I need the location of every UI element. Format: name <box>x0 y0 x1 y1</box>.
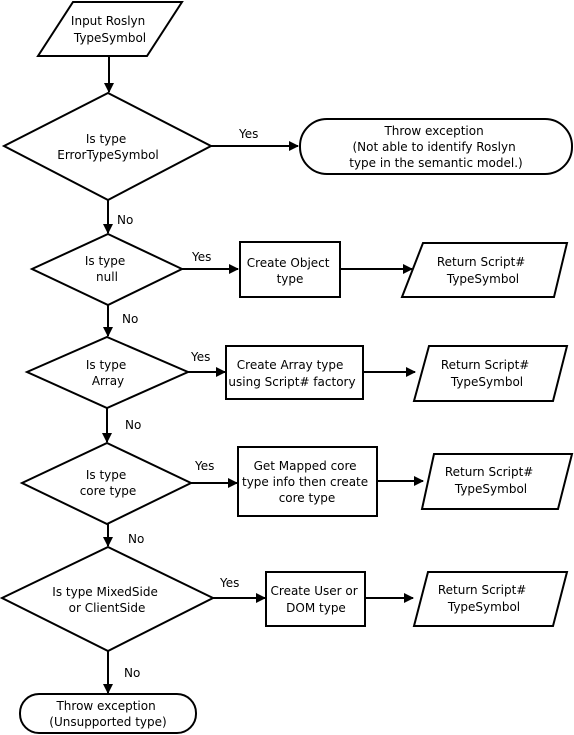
process-get-mapped-box <box>237 446 378 517</box>
decision-is-array-diamond <box>24 335 191 410</box>
connectors <box>102 56 424 694</box>
start-parallelogram <box>36 0 184 57</box>
terminal-throw-error: Throw exception (Not able to identify Ro… <box>299 118 573 175</box>
decision-is-null: Is type null <box>29 232 185 307</box>
label-no-mixed: No <box>124 666 140 680</box>
decision-is-error-diamond <box>1 91 214 202</box>
output-return-2-shape <box>412 345 569 402</box>
output-return-4-shape <box>412 571 569 627</box>
process-create-user-dom: Create User or DOM type <box>265 571 366 627</box>
process-create-array-text: Create Array type using Script# factory <box>228 358 355 389</box>
output-return-4: Return Script# TypeSymbol <box>412 571 569 627</box>
label-yes-mixed: Yes <box>219 576 239 590</box>
output-return-2: Return Script# TypeSymbol <box>412 345 569 402</box>
start-node: Input Roslyn TypeSymbol <box>36 0 184 57</box>
decision-is-mixed: Is type MixedSide or ClientSide <box>0 545 216 653</box>
output-return-2-text: Return Script# TypeSymbol <box>441 358 533 389</box>
output-return-3-shape <box>420 453 574 510</box>
output-return-1: Return Script# TypeSymbol <box>400 242 569 298</box>
process-get-mapped-text: Get Mapped core type info then create co… <box>242 459 372 505</box>
process-get-mapped: Get Mapped core type info then create co… <box>237 446 378 517</box>
terminal-throw-unsupported-shape <box>19 693 197 734</box>
output-return-4-text: Return Script# TypeSymbol <box>438 583 530 614</box>
process-create-object: Create Object type <box>239 241 341 298</box>
process-create-object-box <box>239 241 341 298</box>
decision-is-array-text: Is type Array <box>86 358 130 388</box>
decision-is-core: Is type core type <box>19 441 194 526</box>
label-no-core: No <box>128 532 144 546</box>
label-no-array: No <box>125 418 141 432</box>
label-no-error: No <box>117 213 133 227</box>
label-yes-core: Yes <box>194 459 214 473</box>
decision-is-core-text: Is type core type <box>80 468 137 498</box>
start-text: Input Roslyn TypeSymbol <box>71 14 149 45</box>
label-yes-null: Yes <box>191 250 211 264</box>
label-no-null: No <box>122 312 138 326</box>
label-yes-array: Yes <box>190 350 210 364</box>
terminal-throw-error-shape <box>299 118 573 175</box>
decision-is-mixed-diamond <box>0 545 216 653</box>
process-create-user-dom-box <box>265 571 366 627</box>
output-return-1-text: Return Script# TypeSymbol <box>437 255 529 286</box>
output-return-1-shape <box>400 242 569 298</box>
terminal-throw-error-text: Throw exception (Not able to identify Ro… <box>349 124 522 170</box>
process-create-object-text: Create Object type <box>247 256 334 286</box>
process-create-array-box <box>225 345 364 400</box>
decision-is-error-text: Is type ErrorTypeSymbol <box>57 132 159 162</box>
decision-is-error: Is type ErrorTypeSymbol <box>1 91 214 202</box>
process-create-array: Create Array type using Script# factory <box>225 345 364 400</box>
decision-is-null-diamond <box>29 232 185 307</box>
output-return-3: Return Script# TypeSymbol <box>420 453 574 510</box>
decision-is-core-diamond <box>19 441 194 526</box>
label-yes-error: Yes <box>238 127 258 141</box>
process-create-user-dom-text: Create User or DOM type <box>271 584 362 615</box>
output-return-3-text: Return Script# TypeSymbol <box>445 465 537 496</box>
decision-is-null-text: Is type null <box>85 254 129 284</box>
terminal-throw-unsupported-text: Throw exception (Unsupported type) <box>49 699 166 729</box>
edge-labels: Yes No Yes No Yes No Yes No Yes No <box>117 127 258 680</box>
decision-is-mixed-text: Is type MixedSide or ClientSide <box>52 585 161 615</box>
decision-is-array: Is type Array <box>24 335 191 410</box>
terminal-throw-unsupported: Throw exception (Unsupported type) <box>19 693 197 734</box>
